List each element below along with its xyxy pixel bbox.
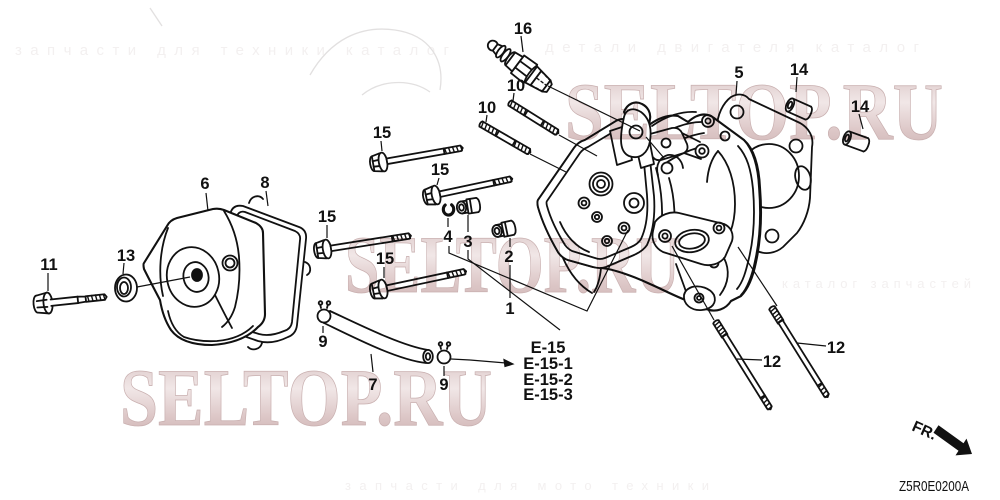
svg-text:7: 7 (368, 376, 377, 394)
svg-text:15: 15 (376, 250, 394, 268)
svg-text:12: 12 (827, 339, 845, 357)
svg-text:11: 11 (40, 256, 57, 274)
svg-text:9: 9 (318, 333, 327, 351)
svg-text:SELTOP.RU: SELTOP.RU (345, 219, 680, 310)
svg-text:E-15-1: E-15-1 (523, 355, 573, 373)
svg-text:детали двигателя каталог: детали двигателя каталог (545, 39, 925, 56)
svg-text:FR.: FR. (909, 418, 939, 444)
svg-text:3: 3 (463, 233, 472, 251)
svg-text:E-15-3: E-15-3 (523, 386, 573, 404)
svg-text:10: 10 (507, 77, 525, 95)
svg-text:12: 12 (763, 353, 781, 371)
svg-text:13: 13 (117, 247, 135, 265)
svg-text:E-15-2: E-15-2 (523, 371, 573, 389)
svg-text:каталог запчастей: каталог запчастей (782, 276, 977, 291)
svg-text:15: 15 (431, 161, 449, 179)
svg-text:Z5R0E0200A: Z5R0E0200A (899, 478, 969, 495)
svg-text:14: 14 (851, 98, 870, 116)
svg-text:15: 15 (373, 124, 391, 142)
svg-text:5: 5 (734, 64, 743, 82)
svg-text:запчасти для мото техники: запчасти для мото техники (345, 478, 715, 493)
svg-text:4: 4 (443, 228, 453, 246)
svg-text:запчасти для техники каталог: запчасти для техники каталог (15, 42, 455, 59)
svg-text:1: 1 (505, 300, 514, 318)
svg-text:14: 14 (790, 61, 809, 79)
svg-text:16: 16 (514, 20, 532, 38)
svg-text:2: 2 (504, 248, 513, 266)
svg-text:9: 9 (439, 376, 448, 394)
svg-text:SELTOP.RU: SELTOP.RU (565, 66, 943, 157)
svg-text:8: 8 (260, 174, 269, 192)
svg-text:15: 15 (318, 208, 336, 226)
svg-text:E-15: E-15 (531, 339, 566, 357)
svg-text:SELTOP.RU: SELTOP.RU (120, 352, 492, 443)
svg-text:10: 10 (478, 99, 496, 117)
svg-text:6: 6 (200, 175, 209, 193)
